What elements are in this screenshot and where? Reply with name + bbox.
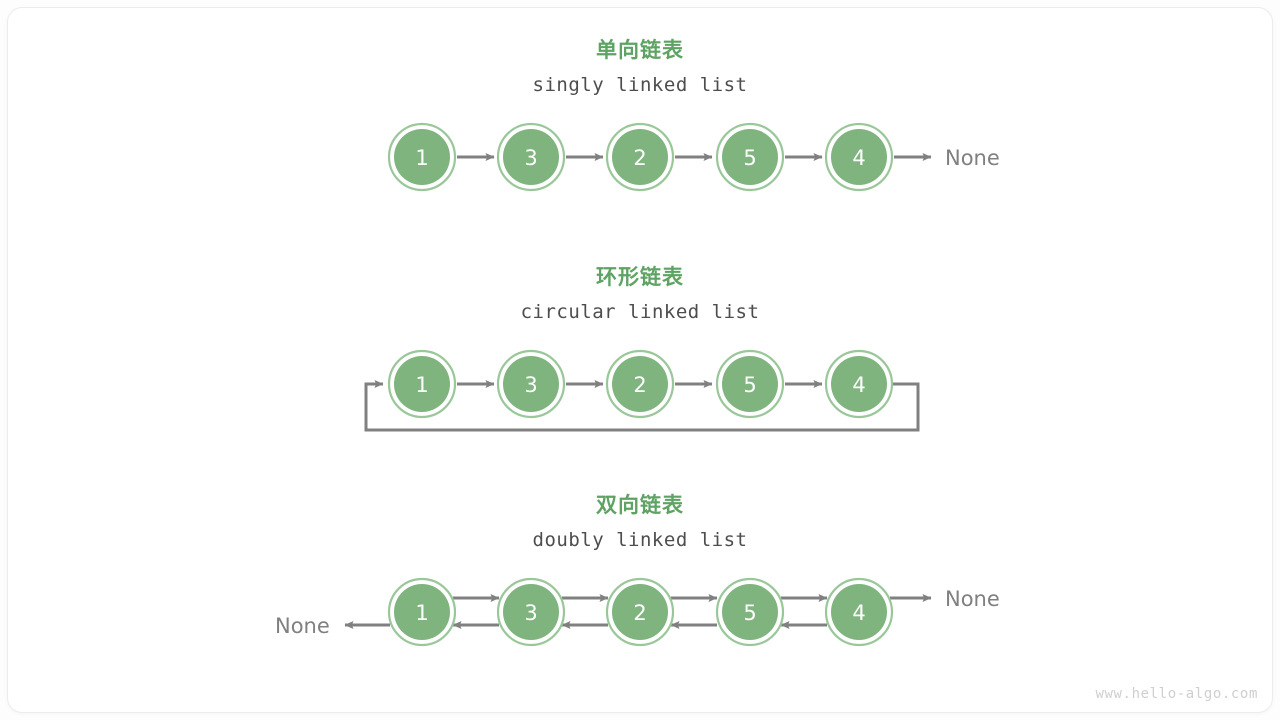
singly-node-1: 3 (496, 122, 566, 192)
singly-tail-none-label: None (945, 146, 1000, 170)
doubly-head-none-label: None (275, 614, 330, 638)
circular-node-3-value: 5 (743, 373, 756, 397)
circular-node-0: 1 (387, 349, 457, 419)
singly-node-0: 1 (387, 122, 457, 192)
singly-node-2-value: 2 (633, 146, 646, 170)
circular-title-cn: 环形链表 (596, 265, 684, 289)
singly-node-4-value: 4 (852, 146, 865, 170)
singly-linked-list-group: 1 3 2 5 4 None (387, 122, 1000, 192)
doubly-title-en: doubly linked list (532, 529, 748, 551)
doubly-node-2: 2 (605, 577, 675, 647)
circular-linked-list-group: 1 3 2 5 4 (364, 349, 920, 432)
doubly-node-0: 1 (387, 577, 457, 647)
singly-node-3: 5 (715, 122, 785, 192)
singly-node-4: 4 (824, 122, 894, 192)
singly-node-1-value: 3 (524, 146, 537, 170)
singly-node-0-value: 1 (415, 146, 428, 170)
circular-node-4: 4 (824, 349, 894, 419)
singly-node-2: 2 (605, 122, 675, 192)
circular-node-4-value: 4 (852, 373, 865, 397)
circular-node-2: 2 (605, 349, 675, 419)
circular-title-en: circular linked list (520, 301, 760, 323)
circular-node-3: 5 (715, 349, 785, 419)
doubly-tail-none-label: None (945, 587, 1000, 611)
doubly-node-3-value: 5 (743, 601, 756, 625)
doubly-node-1-value: 3 (524, 601, 537, 625)
doubly-node-4-value: 4 (852, 601, 865, 625)
circular-node-0-value: 1 (415, 373, 428, 397)
doubly-node-3: 5 (715, 577, 785, 647)
singly-title-cn: 单向链表 (596, 38, 684, 62)
doubly-node-0-value: 1 (415, 601, 428, 625)
doubly-node-2-value: 2 (633, 601, 646, 625)
watermark: www.hello-algo.com (1095, 686, 1258, 702)
doubly-title-cn: 双向链表 (596, 493, 684, 517)
doubly-node-1: 3 (496, 577, 566, 647)
doubly-linked-list-group: 1 3 2 5 4 None None (275, 577, 1000, 647)
circular-node-2-value: 2 (633, 373, 646, 397)
circular-node-1: 3 (496, 349, 566, 419)
singly-node-3-value: 5 (743, 146, 756, 170)
doubly-node-4: 4 (824, 577, 894, 647)
circular-loop-path (364, 380, 920, 432)
circular-node-1-value: 3 (524, 373, 537, 397)
singly-title-en: singly linked list (532, 74, 748, 96)
